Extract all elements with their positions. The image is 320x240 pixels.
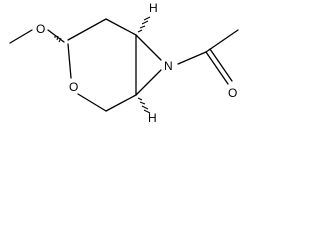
bond-methoxy-o-c4 [47,29,65,43]
atom-aziridine-nitrogen: N [164,59,173,73]
molecule-drawing: O O N O H H [9,1,239,125]
atom-bottom-hydrogen: H [148,111,157,125]
atom-ring-oxygen: O [69,80,78,94]
atom-carbonyl-oxygen: O [228,86,237,100]
bond-ch2-ring-o [77,93,107,112]
hash-bond-c4-methoxy [54,35,62,43]
bond-methyl-methoxy-o [9,29,33,44]
bond-n-acyl-c [177,51,207,65]
structure-canvas: O O N O H H [0,0,246,126]
bond-c1-n [135,69,162,96]
bond-carbonyl-1 [205,51,229,85]
hash-bond-c6-h [137,16,151,33]
bond-ring-o-c4 [67,43,72,79]
bond-c6-n [135,34,162,61]
hash-bond-c1-h [137,97,151,114]
atom-methoxy-oxygen: O [36,22,45,36]
bond-c1-ch2-bottom [105,94,137,112]
bond-ch2-c6 [105,18,137,36]
bond-carbonyl-2 [209,48,233,82]
bond-acyl-c-methyl [205,29,239,53]
atom-top-hydrogen: H [149,1,158,15]
bond-c4-ch2-top [67,18,107,41]
